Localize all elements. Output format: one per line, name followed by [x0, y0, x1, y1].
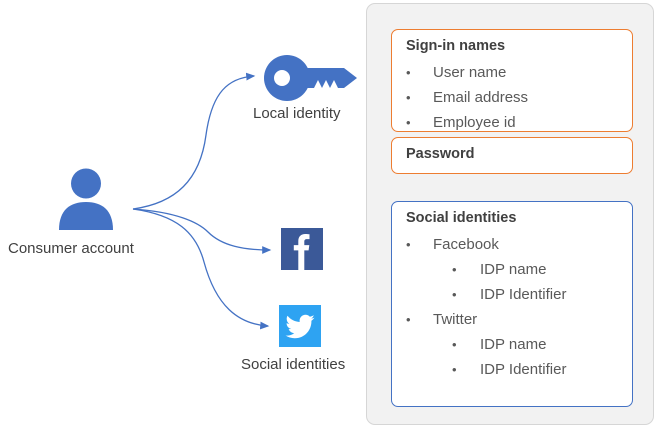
social-identities-label: Social identities: [241, 356, 346, 373]
arrow-to-twitter: [132, 208, 270, 330]
bullet-icon: •: [406, 90, 411, 105]
local-identity-label: Local identity: [253, 105, 341, 122]
list-item: • IDP name: [392, 257, 632, 282]
list-item: • User name: [392, 60, 632, 85]
list-item-label: Email address: [433, 89, 529, 106]
social-identities-list: • Facebook • IDP name • IDP Identifier •…: [392, 232, 632, 382]
card-title-social-identities: Social identities: [406, 210, 517, 226]
twitter-icon: [279, 305, 321, 347]
person-icon: [59, 168, 113, 230]
list-item: • Facebook: [392, 232, 632, 257]
list-item-label: Facebook: [433, 236, 499, 253]
bullet-icon: •: [452, 362, 457, 377]
bullet-icon: •: [406, 65, 411, 80]
list-item-label: Employee id: [433, 114, 516, 131]
card-title-sign-in-names: Sign-in names: [406, 38, 506, 54]
arrow-to-local-identity: [132, 72, 256, 210]
bullet-icon: •: [452, 337, 457, 352]
bullet-icon: •: [406, 115, 411, 130]
bullet-icon: •: [406, 312, 411, 327]
list-item: • IDP Identifier: [392, 357, 632, 382]
list-item-label: IDP Identifier: [480, 286, 567, 303]
facebook-icon: [281, 228, 323, 270]
card-social-identities: Social identities • Facebook • IDP name …: [391, 201, 633, 407]
list-item-label: Twitter: [433, 311, 478, 328]
sign-in-names-list: • User name • Email address • Employee i…: [392, 60, 632, 135]
list-item: • Employee id: [392, 110, 632, 135]
card-password: Password: [391, 137, 633, 174]
arrow-to-facebook: [132, 208, 272, 254]
bullet-icon: •: [406, 237, 411, 252]
key-icon: [264, 55, 357, 101]
list-item-label: IDP name: [480, 336, 547, 353]
bullet-icon: •: [452, 262, 457, 277]
attributes-panel: Sign-in names • User name • Email addres…: [366, 3, 654, 425]
list-item-label: IDP name: [480, 261, 547, 278]
list-item-label: User name: [433, 64, 507, 81]
card-title-password: Password: [406, 146, 475, 162]
list-item-label: IDP Identifier: [480, 361, 567, 378]
list-item: • Twitter: [392, 307, 632, 332]
list-item: • IDP Identifier: [392, 282, 632, 307]
list-item: • IDP name: [392, 332, 632, 357]
card-sign-in-names: Sign-in names • User name • Email addres…: [391, 29, 633, 132]
consumer-account-label: Consumer account: [8, 240, 134, 257]
bullet-icon: •: [452, 287, 457, 302]
list-item: • Email address: [392, 85, 632, 110]
